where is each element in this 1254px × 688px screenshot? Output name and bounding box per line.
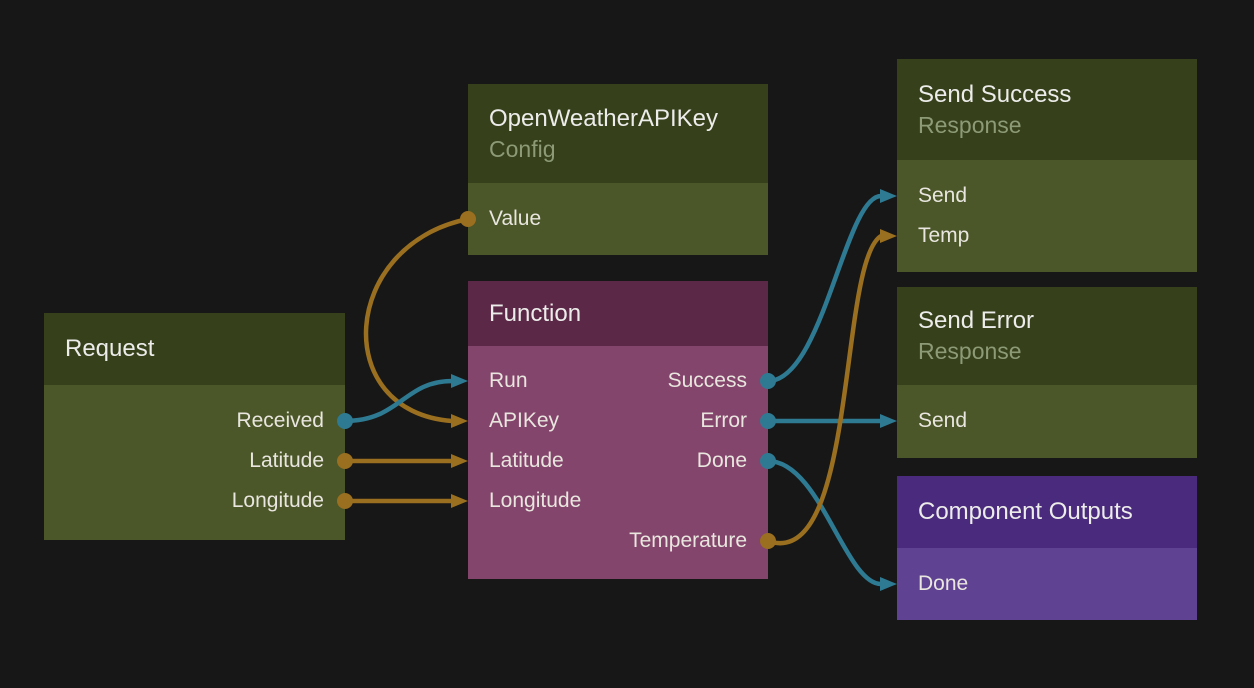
output-port-row: Value [468, 199, 768, 239]
input-port-row: Send [897, 176, 1197, 216]
node-title: OpenWeatherAPIKey [489, 104, 719, 132]
node-header: Send Success Response [897, 59, 1197, 160]
output-port-label: Received [236, 409, 324, 432]
node-function[interactable]: Function Run Success APIKey Error Latitu… [468, 281, 768, 579]
input-port-label: Run [489, 369, 528, 392]
node-subtitle: Response [918, 111, 1022, 138]
node-openweatherapikey[interactable]: OpenWeatherAPIKey Config Value [468, 84, 768, 255]
node-request[interactable]: Request Received Latitude Longitude [44, 313, 345, 540]
node-title: Component Outputs [918, 498, 1133, 525]
output-port-row: Latitude [44, 441, 345, 481]
output-port-label: Success [667, 369, 747, 392]
node-title: Request [65, 335, 155, 362]
input-port-label: Latitude [489, 449, 564, 472]
node-body: Send Temp [897, 160, 1197, 272]
node-header: Request [44, 313, 345, 385]
input-port-label: APIKey [489, 409, 560, 432]
node-body: Run Success APIKey Error Latitude Done L… [468, 346, 768, 579]
output-port-label: Latitude [249, 449, 324, 472]
port-row: APIKey Error [468, 401, 768, 441]
node-subtitle: Response [918, 338, 1022, 364]
node-send-success[interactable]: Send Success Response Send Temp [897, 59, 1197, 272]
wire-temperature-to-temp[interactable] [765, 233, 884, 546]
node-title: Send Success [918, 80, 1072, 108]
wire-success-to-send[interactable] [765, 193, 884, 384]
output-port-label: Done [696, 449, 747, 472]
output-port-label: Longitude [231, 489, 324, 512]
node-header: Send Error Response [897, 287, 1197, 385]
input-port-label: Send [918, 409, 968, 432]
output-port-row: Longitude [44, 481, 345, 521]
node-title: Function [489, 299, 582, 327]
node-header: Component Outputs [897, 476, 1197, 548]
wires [342, 193, 884, 587]
output-port-label: Value [489, 207, 542, 230]
output-port-row: Received [44, 401, 345, 441]
port-row: Latitude Done [468, 441, 768, 481]
node-body: Send [897, 385, 1197, 458]
input-port-label: Done [918, 572, 969, 595]
port-row: Longitude [468, 481, 768, 521]
node-send-error[interactable]: Send Error Response Send [897, 287, 1197, 458]
port-row: Temperature [468, 521, 768, 561]
node-body: Received Latitude Longitude [44, 385, 345, 540]
output-port-label: Error [700, 409, 747, 432]
output-port-label: Temperature [629, 529, 747, 552]
node-title: Send Error [918, 307, 1035, 334]
input-port-row: Done [897, 564, 1197, 604]
node-subtitle: Config [489, 135, 556, 162]
node-body: Value [468, 183, 768, 255]
node-body: Done [897, 548, 1197, 620]
node-header: OpenWeatherAPIKey Config [468, 84, 768, 183]
input-port-row: Temp [897, 216, 1197, 256]
input-port-label: Longitude [489, 489, 582, 512]
node-component-outputs[interactable]: Component Outputs Done [897, 476, 1197, 620]
port-row: Run Success [468, 361, 768, 401]
wire-value-to-apikey[interactable] [363, 216, 471, 424]
input-port-label: Send [918, 184, 968, 207]
node-header: Function [468, 281, 768, 346]
wire-done-to-done[interactable] [765, 458, 884, 587]
wire-received-to-run[interactable] [342, 378, 455, 424]
input-port-row: Send [897, 401, 1197, 441]
input-port-label: Temp [918, 224, 970, 247]
